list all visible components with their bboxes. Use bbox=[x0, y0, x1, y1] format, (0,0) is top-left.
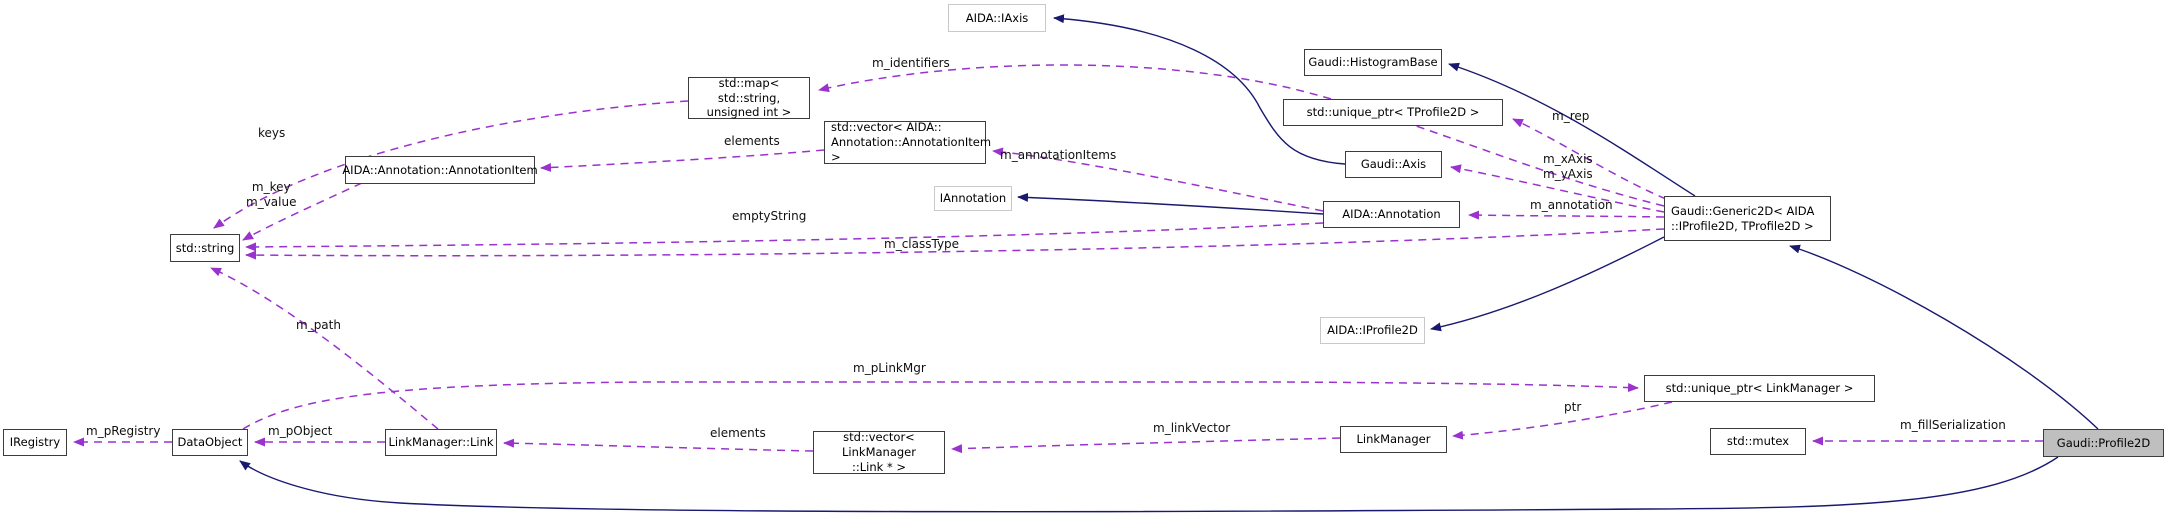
node-aida-annotation-annotationitem[interactable]: AIDA::Annotation::AnnotationItem bbox=[342, 156, 538, 184]
edge-usage-m-xaxis-m-yaxis bbox=[1450, 164, 1665, 213]
edge-label-m-fillserialization: m_fillSerialization bbox=[1900, 418, 2006, 432]
node-std-string[interactable]: std::string bbox=[170, 234, 240, 262]
edge-inheritance-aida-annotation-to-iannotation bbox=[1017, 192, 1324, 215]
edge-usage-m-annotation bbox=[1468, 210, 1665, 220]
node-gaudi-generic2d[interactable]: Gaudi::Generic2D< AIDA ::IProfile2D, TPr… bbox=[1664, 196, 1831, 241]
node-std-vector-annotationitem[interactable]: std::vector< AIDA:: Annotation::Annotati… bbox=[824, 120, 991, 164]
edge-inheritance-generic2d-to-histogrambase bbox=[1448, 62, 1696, 197]
edge-usage-emptystring bbox=[245, 222, 1324, 252]
node-iregistry[interactable]: IRegistry bbox=[3, 429, 67, 456]
node-gaudi-histogrambase[interactable]: Gaudi::HistogramBase bbox=[1304, 49, 1442, 76]
node-iannotation: IAnnotation bbox=[934, 186, 1012, 211]
node-linkmanager[interactable]: LinkManager bbox=[1340, 426, 1447, 453]
node-std-mutex[interactable]: std::mutex bbox=[1710, 428, 1806, 455]
edge-usage-elements-links bbox=[503, 438, 814, 452]
edge-label-m-classtype: m_classType bbox=[884, 237, 960, 251]
edge-label-m-rep: m_rep bbox=[1552, 109, 1590, 123]
edge-usage-m-classtype bbox=[245, 228, 1665, 260]
edge-label-m-pobject: m_pObject bbox=[268, 424, 333, 438]
edge-label-elements-bottom: elements bbox=[710, 426, 766, 440]
edge-label-m-xaxis-m-yaxis: m_xAxis m_yAxis bbox=[1543, 152, 1593, 181]
node-gaudi-axis[interactable]: Gaudi::Axis bbox=[1345, 151, 1442, 178]
node-std-vector-links[interactable]: std::vector< LinkManager ::Link * > bbox=[813, 430, 945, 474]
edge-label-keys: keys bbox=[258, 126, 286, 140]
node-linkmanager-link[interactable]: LinkManager::Link bbox=[385, 429, 497, 456]
edge-usage-elements-annotationitem bbox=[540, 149, 825, 172]
edge-usage-m-linkvector bbox=[951, 437, 1341, 454]
node-gaudi-profile2d: Gaudi::Profile2D bbox=[2043, 429, 2164, 457]
edge-inheritance-gaudi-axis-to-aida-iaxis bbox=[1053, 14, 1346, 165]
edge-label-ptr: ptr bbox=[1564, 400, 1582, 414]
edge-label-m-plinkmgr: m_pLinkMgr bbox=[853, 361, 926, 375]
edge-inheritance-profile2d-to-generic2d bbox=[1789, 244, 2099, 430]
edge-usage-keys bbox=[213, 100, 689, 229]
edge-label-elements-top: elements bbox=[724, 134, 780, 148]
edge-label-m-annotation: m_annotation bbox=[1530, 198, 1613, 212]
edge-label-m-identifiers: m_identifiers bbox=[872, 56, 950, 70]
edge-inheritance-profile2d-to-dataobject bbox=[239, 456, 2059, 513]
node-std-unique-ptr-linkmanager[interactable]: std::unique_ptr< LinkManager > bbox=[1644, 375, 1875, 402]
edge-label-m-annotationitems: m_annotationItems bbox=[1000, 148, 1117, 162]
edge-usage-m-plinkmgr bbox=[242, 381, 1639, 430]
node-dataobject[interactable]: DataObject bbox=[172, 429, 248, 456]
node-std-map-string-uint[interactable]: std::map< std::string, unsigned int > bbox=[688, 76, 810, 119]
edge-label-m-linkvector: m_linkVector bbox=[1153, 421, 1231, 435]
edge-usage-m-rep bbox=[1512, 118, 1667, 200]
edge-usage-m-annotationitems bbox=[992, 147, 1324, 212]
node-std-unique-ptr-tprofile2d[interactable]: std::unique_ptr< TProfile2D > bbox=[1283, 99, 1503, 126]
edge-usage-ptr bbox=[1452, 401, 1673, 440]
edge-label-emptystring: emptyString bbox=[732, 209, 807, 223]
edge-label-m-path: m_path bbox=[296, 318, 341, 332]
edge-usage-m-key-m-value bbox=[242, 182, 363, 241]
edge-usage-m-path bbox=[210, 267, 439, 430]
edge-usage-m-identifiers bbox=[818, 64, 1665, 207]
node-aida-annotation[interactable]: AIDA::Annotation bbox=[1323, 201, 1460, 228]
edge-label-m-pregistry: m_pRegistry bbox=[86, 424, 161, 438]
edge-inheritance-generic2d-to-aida-iprofile2d bbox=[1430, 236, 1665, 332]
node-aida-iaxis: AIDA::IAxis bbox=[948, 4, 1046, 32]
node-aida-iprofile2d: AIDA::IProfile2D bbox=[1320, 317, 1425, 344]
edge-label-m-key-m-value: m_key m_value bbox=[246, 180, 297, 209]
